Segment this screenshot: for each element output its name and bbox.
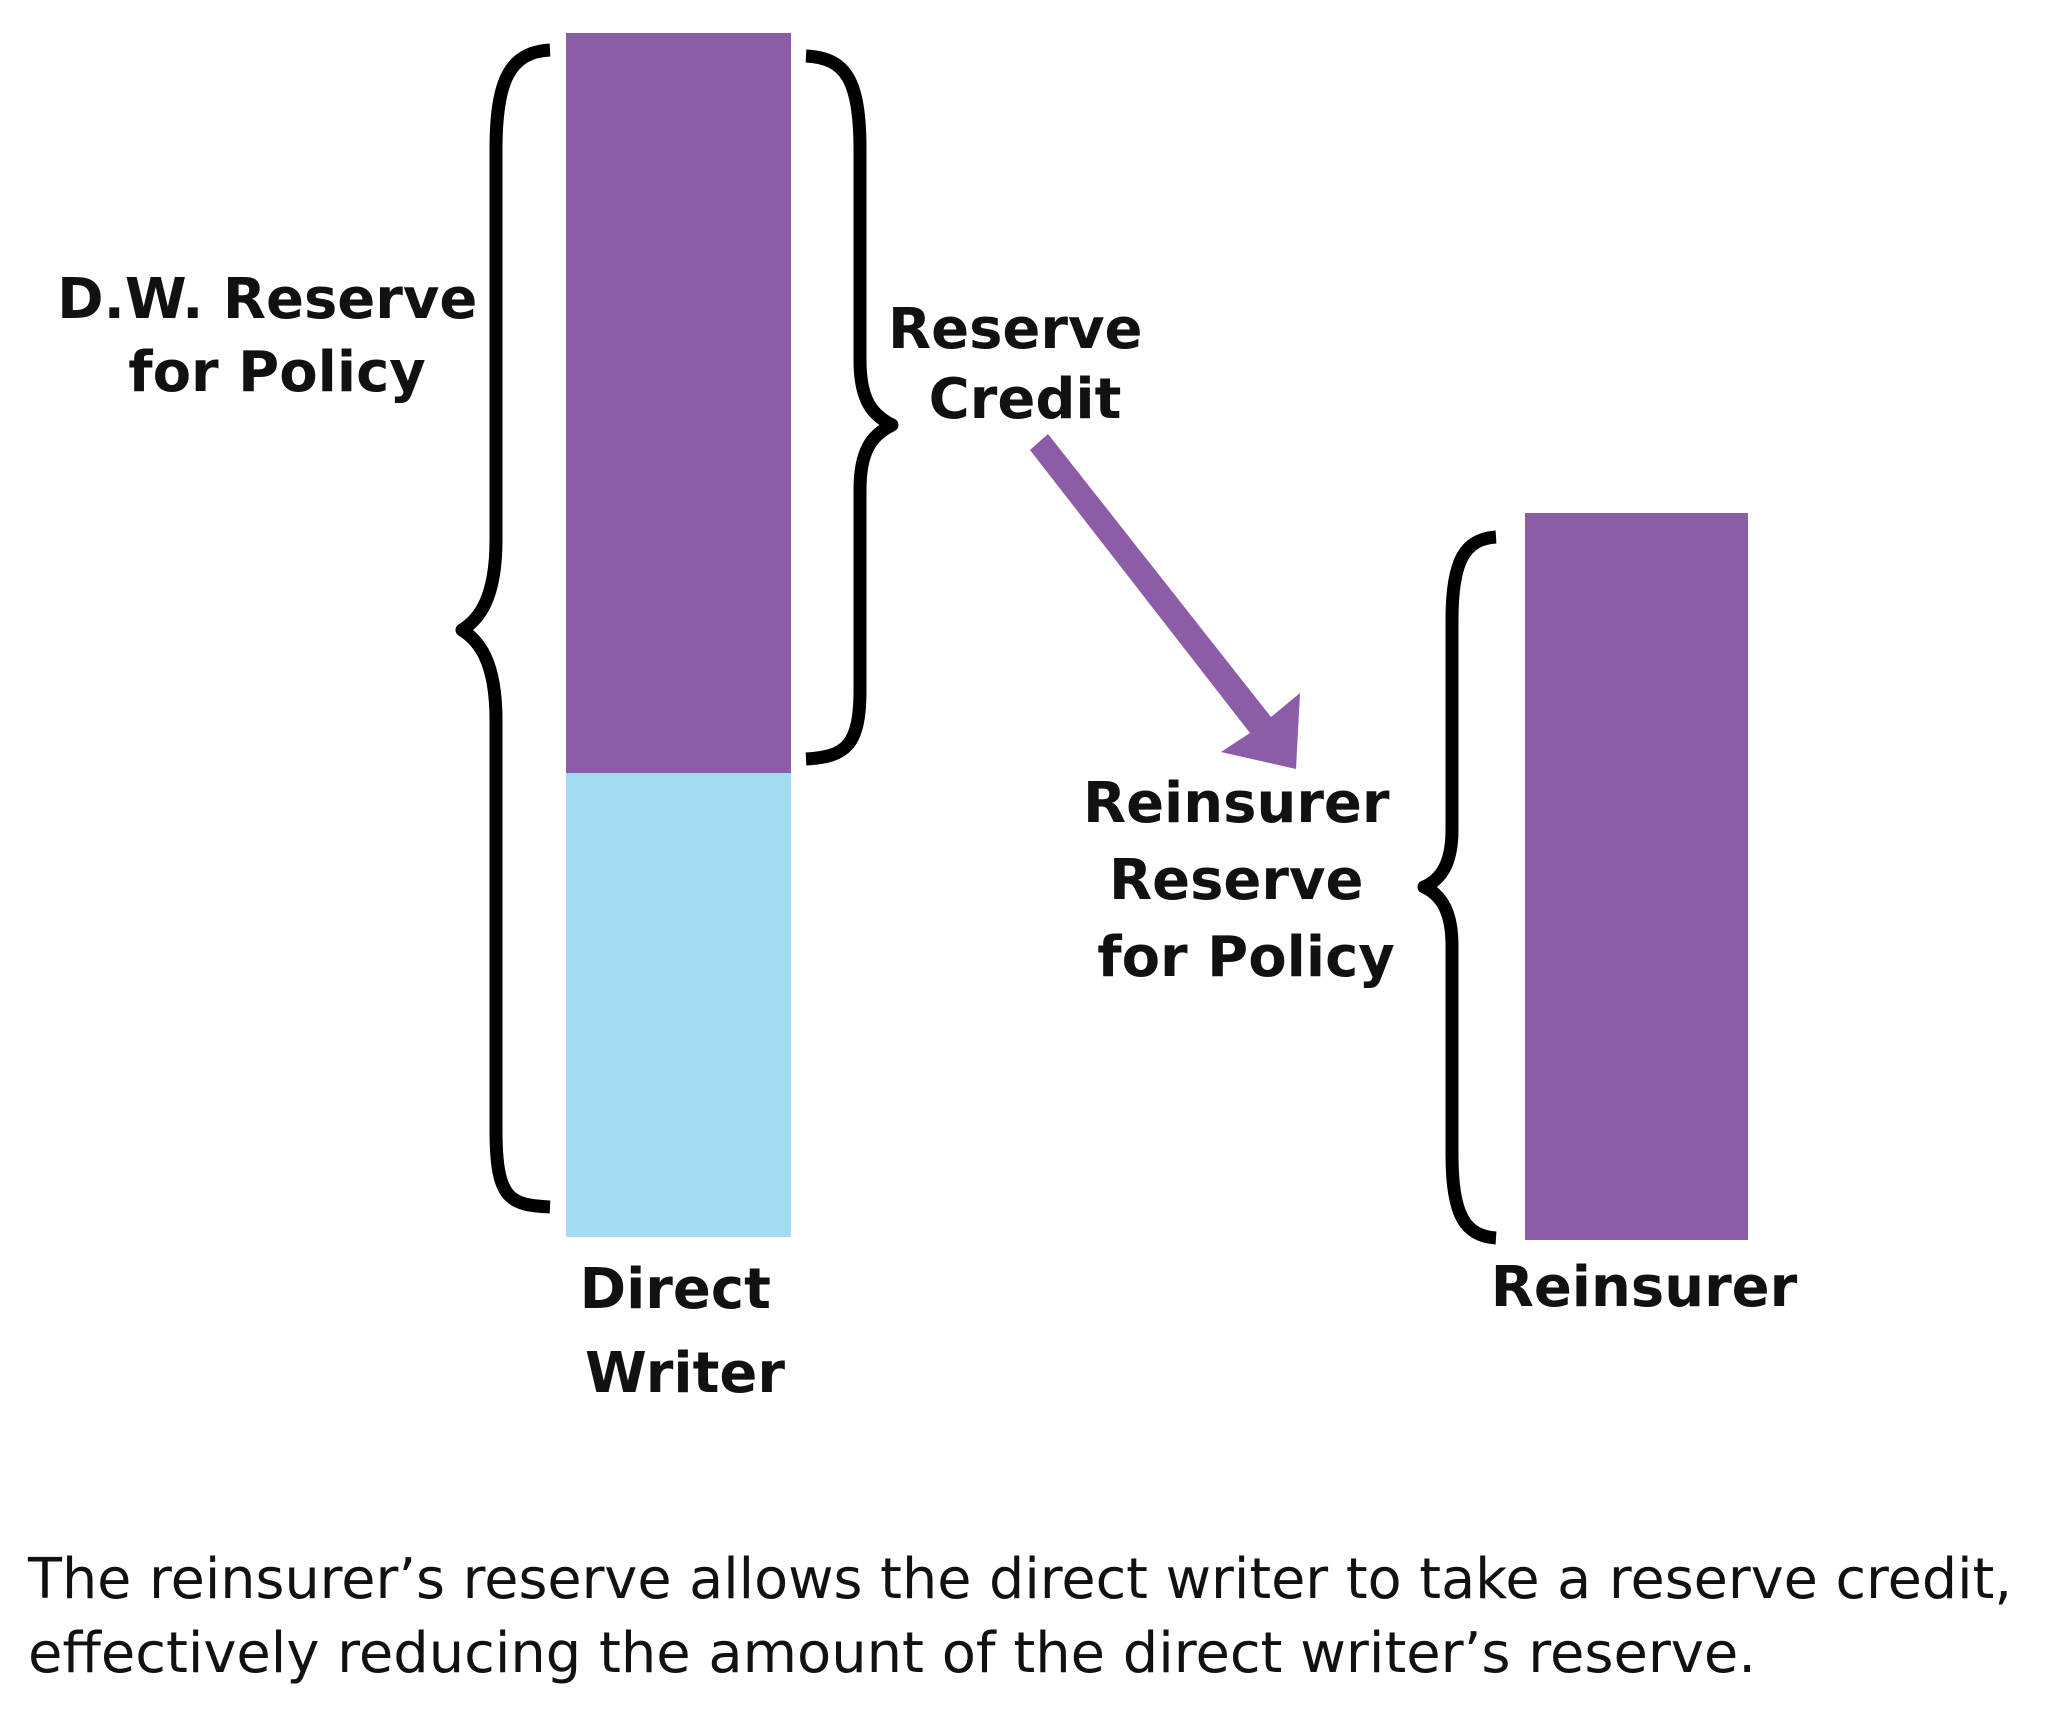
reserve-credit-label-line-1: Reserve	[888, 297, 1143, 362]
reserve-credit-label: Reserve Credit	[888, 297, 1162, 432]
dw-reserve-label-line-2: for Policy	[128, 340, 426, 405]
reserve-credit-label-line-2: Credit	[929, 367, 1122, 432]
direct-writer-label-line-2: Writer	[585, 1341, 785, 1406]
direct-writer-reserve-credit-segment	[566, 33, 791, 773]
dw-reserve-label-line-1: D.W. Reserve	[57, 267, 477, 332]
reinsurer-label: Reinsurer	[1491, 1255, 1798, 1320]
direct-writer-label-line-1: Direct	[580, 1257, 771, 1322]
dw-reserve-brace	[455, 43, 551, 1214]
direct-writer-label: Direct Writer	[580, 1257, 791, 1406]
reserve-credit-transfer-arrow	[1030, 434, 1300, 769]
reinsurer-reserve-brace	[1417, 530, 1497, 1245]
reinsurer-reserve-label-line-2: Reserve	[1109, 848, 1364, 913]
reserve-credit-brace	[805, 49, 899, 766]
reinsurer-reserve-label-line-3: for Policy	[1097, 925, 1395, 990]
reinsurer-reserve-bar	[1525, 513, 1748, 1240]
caption-line-1: The reinsurer’s reserve allows the direc…	[27, 1547, 2012, 1612]
dw-reserve-label: D.W. Reserve for Policy	[57, 267, 497, 405]
caption-line-2: effectively reducing the amount of the d…	[28, 1621, 1756, 1686]
direct-writer-retained-reserve-segment	[566, 773, 791, 1237]
reinsurer-reserve-label: Reinsurer Reserve for Policy	[1083, 771, 1409, 990]
caption: The reinsurer’s reserve allows the direc…	[27, 1547, 2030, 1686]
reinsurer-reserve-label-line-1: Reinsurer	[1083, 771, 1390, 836]
